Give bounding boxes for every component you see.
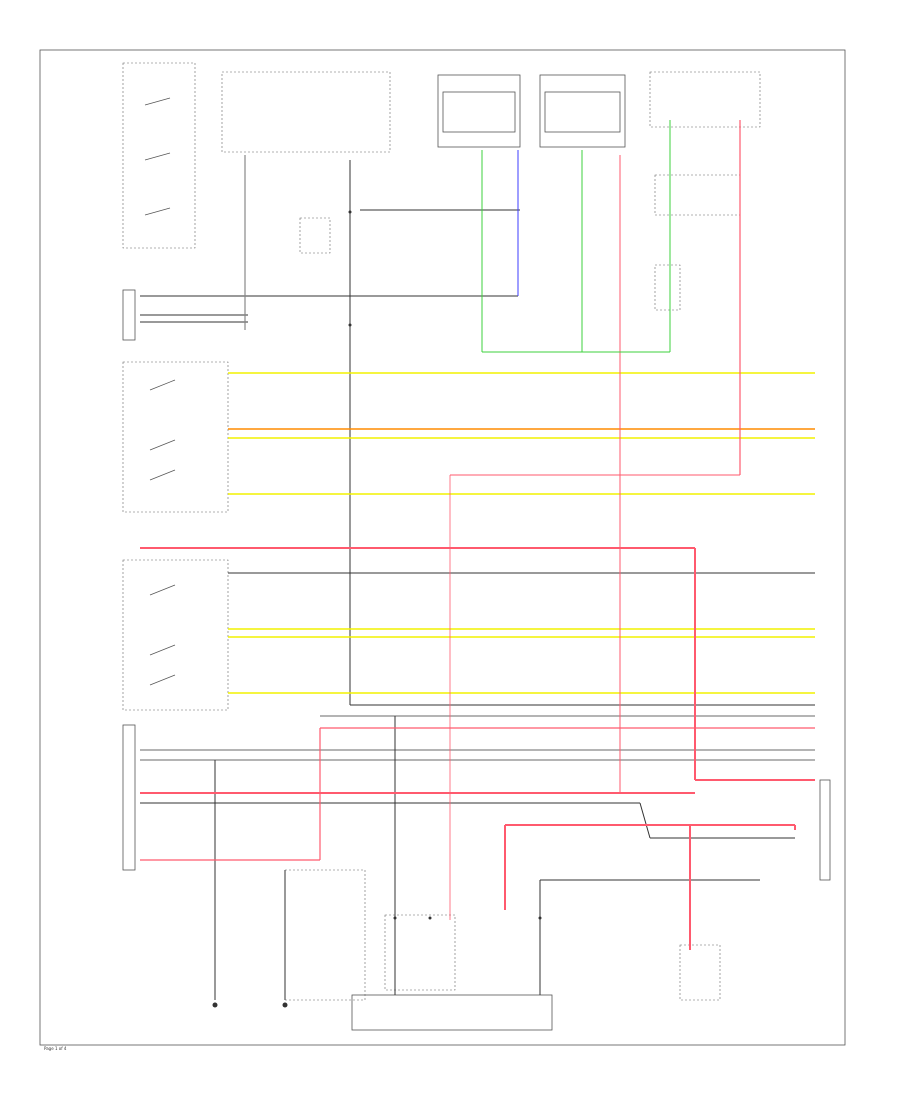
green-wires: [481, 120, 671, 353]
lamp-module: [679, 944, 721, 1001]
diagram-frame: [39, 49, 846, 1046]
fuse-box-left: [221, 71, 391, 153]
connector-right: [819, 779, 831, 881]
relay-right: [654, 174, 741, 216]
connector-upper: [122, 289, 136, 341]
switch-group-upper: [122, 361, 229, 513]
top-components: [122, 62, 761, 311]
connector-lower: [122, 724, 136, 871]
switch-group-lower: [122, 559, 229, 711]
junction-block: [384, 914, 456, 991]
bottom-relay: [284, 869, 366, 1001]
relay-small: [654, 264, 681, 311]
bottom-modules: [284, 869, 721, 1031]
power-module-b: [539, 74, 626, 148]
ground-icon: [212, 1002, 288, 1008]
ground-switch-panel: [122, 62, 196, 249]
yellow-wires: [228, 372, 815, 694]
switch-groups: [122, 289, 831, 881]
power-module-a: [437, 74, 521, 148]
page-label: Page 1 of 4: [44, 1046, 67, 1051]
black-wires: [140, 155, 815, 1000]
switch-contacts: [144, 97, 176, 686]
fuse-box-right: [649, 71, 761, 128]
splice-dots: [348, 210, 542, 920]
red-wires: [140, 120, 815, 950]
control-module: [351, 994, 553, 1031]
power-module-a-inner: [442, 91, 516, 133]
resistor-module: [299, 217, 331, 254]
power-module-b-inner: [544, 91, 621, 133]
